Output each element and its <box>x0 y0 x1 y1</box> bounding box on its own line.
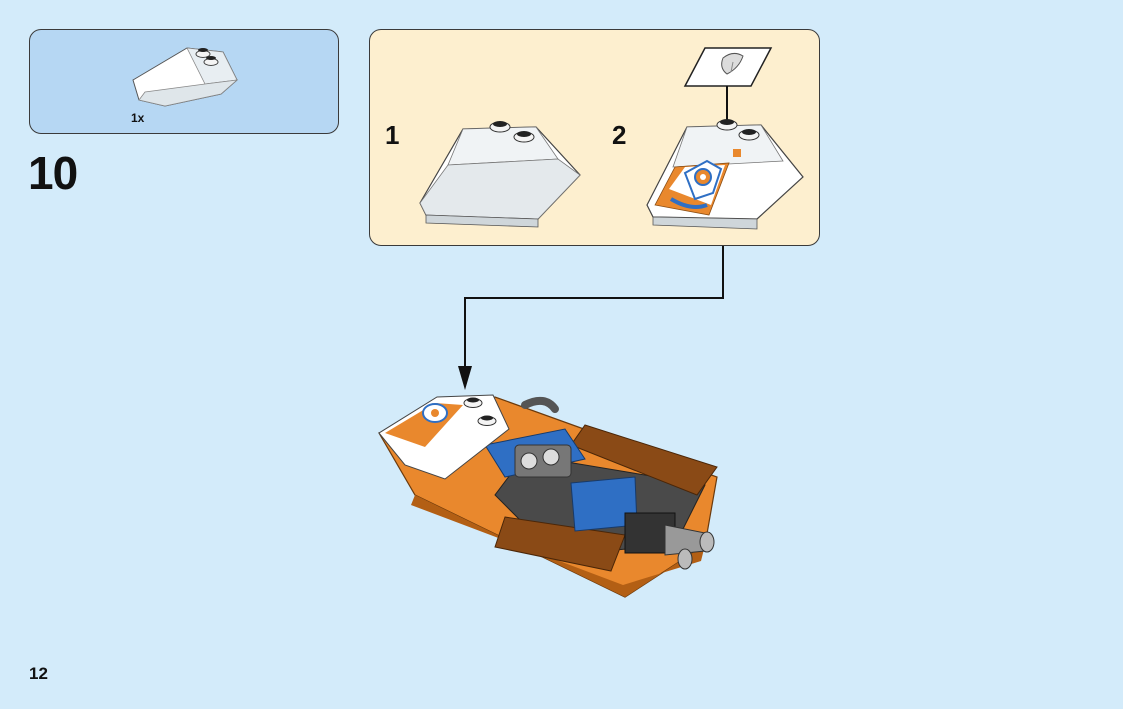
part-quantity: 1x <box>131 111 144 125</box>
sticker-sheet-icon <box>683 46 773 90</box>
sub-step-1-number: 1 <box>385 120 399 151</box>
speedboat-model-icon <box>375 385 725 600</box>
wedge-slope-brick-icon <box>418 115 583 230</box>
wedge-slope-brick-icon <box>125 40 245 110</box>
sub-step-2-number: 2 <box>612 120 626 151</box>
placement-arrow <box>455 246 730 396</box>
page-number: 12 <box>29 664 48 684</box>
step-number: 10 <box>28 146 77 200</box>
wedge-slope-with-sticker-icon <box>645 115 807 233</box>
